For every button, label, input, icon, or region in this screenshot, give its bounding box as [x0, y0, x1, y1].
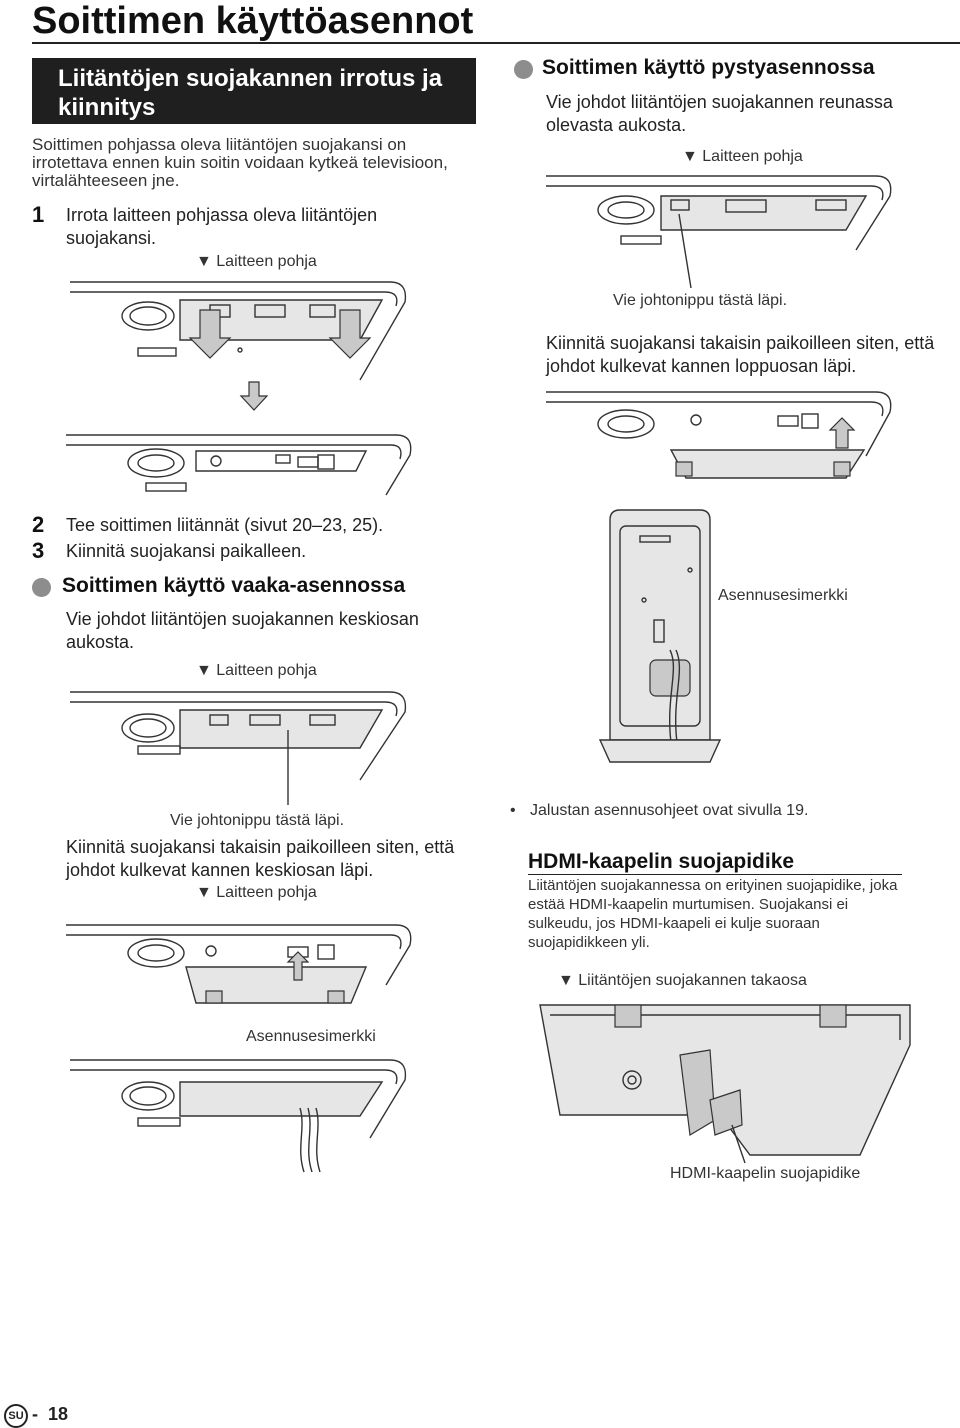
bullet-mark: •: [510, 802, 516, 819]
step-3-text: Kiinnitä suojakansi paikalleen.: [66, 541, 307, 561]
underside-figure-vertical: [546, 175, 892, 289]
vertical-figure-caption: ▼ Laitteen pohja: [682, 148, 803, 165]
vertical-use-text: Vie johdot liitäntöjen suojakannen reuna…: [546, 92, 893, 135]
horizontal-reattach-text: Kiinnitä suojakansi takaisin paikoilleen…: [66, 837, 455, 880]
stand-label: Asennusesimerkki: [718, 587, 848, 604]
vertical-pointer-label: Vie johtonippu tästä läpi.: [613, 292, 788, 309]
page-number-separator: -: [32, 1404, 38, 1424]
cover-back-figure: [539, 1004, 911, 1164]
step-2-text: Tee soittimen liitännät (sivut 20–23, 25…: [66, 515, 384, 535]
hdmi-heading-rule: [528, 874, 902, 875]
horizontal-figure2-caption: ▼ Laitteen pohja: [196, 884, 317, 901]
horizontal-use-text: Vie johdot liitäntöjen suojakannen keski…: [66, 609, 419, 652]
vertical-stand-figure: [598, 509, 722, 763]
installation-example-figure: [70, 1059, 407, 1173]
horizontal-figure-caption: ▼ Laitteen pohja: [196, 662, 317, 679]
title-rule: [32, 42, 960, 44]
underside-figure-horizontal: [70, 691, 407, 805]
step-1-text: Irrota laitteen pohjassa oleva liitäntöj…: [66, 205, 378, 248]
bullet-dot-icon-vertical: [514, 60, 533, 79]
underside-figure-exposed: [66, 434, 412, 496]
intro-text: Soittimen pohjassa oleva liitäntöjen suo…: [32, 135, 448, 190]
underside-figure-reattach-vertical: [546, 391, 892, 479]
hdmi-text: Liitäntöjen suojakannessa on erityinen s…: [528, 877, 898, 951]
underside-figure-removal: [70, 281, 407, 411]
page-number: 18: [48, 1404, 69, 1424]
stand-instructions-note: Jalustan asennusohjeet ovat sivulla 19.: [530, 802, 809, 819]
hdmi-heading: HDMI-kaapelin suojapidike: [528, 850, 795, 873]
section-heading-box: Liitäntöjen suojakannen irrotus ja kiinn…: [32, 58, 476, 124]
hdmi-part-label: HDMI-kaapelin suojapidike: [670, 1165, 861, 1182]
bullet-dot-icon: [32, 578, 51, 597]
hdmi-figure-caption: ▼ Liitäntöjen suojakannen takaosa: [558, 972, 807, 989]
step-2-number: 2: [32, 512, 45, 537]
horizontal-use-heading: Soittimen käyttö vaaka-asennossa: [62, 574, 406, 597]
page-title: Soittimen käyttöasennot: [32, 0, 474, 42]
region-badge: SU: [4, 1404, 28, 1428]
example-label: Asennusesimerkki: [246, 1028, 376, 1045]
horizontal-pointer-label: Vie johtonippu tästä läpi.: [170, 812, 345, 829]
section-heading: Liitäntöjen suojakannen irrotus ja kiinn…: [58, 65, 443, 121]
vertical-use-heading: Soittimen käyttö pystyasennossa: [542, 56, 875, 79]
figure-caption: ▼ Laitteen pohja: [196, 253, 317, 270]
step-1-number: 1: [32, 202, 45, 227]
step-3-number: 3: [32, 538, 45, 563]
vertical-reattach-text: Kiinnitä suojakansi takaisin paikoilleen…: [546, 333, 935, 376]
underside-figure-reattach-horizontal: [66, 924, 412, 1004]
